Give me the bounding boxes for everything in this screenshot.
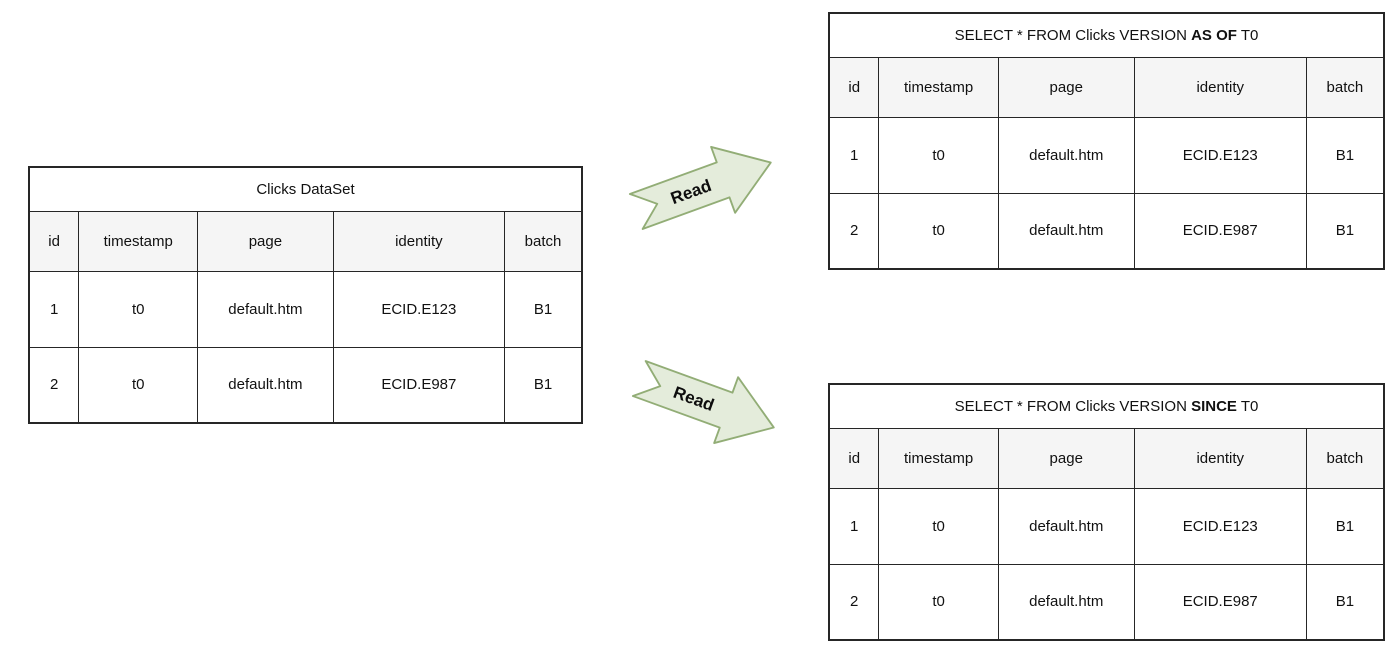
table-cell: 2 [28, 346, 80, 424]
table-title-row: Clicks DataSet [28, 166, 583, 212]
table-cell: t0 [878, 116, 999, 194]
table-title-row: SELECT * FROM Clicks VERSION AS OF T0 [828, 12, 1385, 58]
query-title-prefix: SELECT * FROM Clicks VERSION [954, 26, 1192, 44]
table-row: 2 t0 default.htm ECID.E987 B1 [28, 346, 583, 424]
column-header-id: id [828, 56, 880, 118]
column-header-identity: identity [1133, 56, 1307, 118]
since-table: SELECT * FROM Clicks VERSION SINCE T0 id… [828, 383, 1385, 641]
table-cell: 2 [828, 192, 880, 270]
table-header-row: id timestamp page identity batch [828, 427, 1385, 489]
read-arrow-top-icon: Read [628, 146, 772, 230]
table-cell: default.htm [997, 116, 1135, 194]
table-cell: t0 [878, 192, 999, 270]
column-header-page: page [197, 210, 334, 272]
table-cell: ECID.E987 [332, 346, 506, 424]
table-cell: B1 [1305, 487, 1385, 565]
table-cell: t0 [878, 487, 999, 565]
column-header-page: page [997, 427, 1135, 489]
table-cell: ECID.E123 [1133, 487, 1307, 565]
query-title-keyword: AS OF [1191, 26, 1237, 44]
table-cell: default.htm [997, 192, 1135, 270]
query-title-suffix: T0 [1236, 397, 1259, 415]
column-header-batch: batch [504, 210, 583, 272]
column-header-batch: batch [1305, 427, 1385, 489]
column-header-timestamp: timestamp [78, 210, 199, 272]
table-cell: default.htm [197, 346, 334, 424]
table-cell: default.htm [997, 487, 1135, 565]
table-cell: t0 [78, 346, 199, 424]
query-title: SELECT * FROM Clicks VERSION AS OF T0 [828, 12, 1385, 58]
column-header-batch: batch [1305, 56, 1385, 118]
table-cell: B1 [1305, 116, 1385, 194]
table-header-row: id timestamp page identity batch [28, 210, 583, 272]
arrow-shape [628, 146, 772, 230]
table-title: Clicks DataSet [28, 166, 583, 212]
table-cell: ECID.E123 [332, 270, 506, 348]
table-title-text: Clicks DataSet [256, 180, 355, 198]
table-cell: t0 [878, 563, 999, 641]
column-header-identity: identity [332, 210, 506, 272]
column-header-id: id [828, 427, 880, 489]
table-cell: ECID.E987 [1133, 563, 1307, 641]
table-cell: 1 [828, 487, 880, 565]
table-cell: B1 [1305, 563, 1385, 641]
table-cell: ECID.E987 [1133, 192, 1307, 270]
column-header-page: page [997, 56, 1135, 118]
table-cell: B1 [504, 346, 583, 424]
column-header-identity: identity [1133, 427, 1307, 489]
query-title-keyword: SINCE [1191, 397, 1237, 415]
query-title: SELECT * FROM Clicks VERSION SINCE T0 [828, 383, 1385, 429]
read-arrow-bottom-icon: Read [631, 360, 775, 444]
table-cell: B1 [1305, 192, 1385, 270]
table-header-row: id timestamp page identity batch [828, 56, 1385, 118]
table-row: 1 t0 default.htm ECID.E123 B1 [828, 116, 1385, 194]
column-header-id: id [28, 210, 80, 272]
table-cell: default.htm [997, 563, 1135, 641]
table-title-row: SELECT * FROM Clicks VERSION SINCE T0 [828, 383, 1385, 429]
table-row: 1 t0 default.htm ECID.E123 B1 [828, 487, 1385, 565]
table-cell: 1 [828, 116, 880, 194]
table-cell: 2 [828, 563, 880, 641]
as-of-table: SELECT * FROM Clicks VERSION AS OF T0 id… [828, 12, 1385, 270]
table-cell: B1 [504, 270, 583, 348]
table-cell: 1 [28, 270, 80, 348]
table-cell: ECID.E123 [1133, 116, 1307, 194]
query-title-suffix: T0 [1236, 26, 1259, 44]
source-table: Clicks DataSet id timestamp page identit… [28, 166, 583, 424]
column-header-timestamp: timestamp [878, 427, 999, 489]
table-row: 1 t0 default.htm ECID.E123 B1 [28, 270, 583, 348]
table-cell: default.htm [197, 270, 334, 348]
table-cell: t0 [78, 270, 199, 348]
table-row: 2 t0 default.htm ECID.E987 B1 [828, 563, 1385, 641]
arrow-shape [631, 360, 775, 444]
query-title-prefix: SELECT * FROM Clicks VERSION [954, 397, 1192, 415]
table-row: 2 t0 default.htm ECID.E987 B1 [828, 192, 1385, 270]
column-header-timestamp: timestamp [878, 56, 999, 118]
